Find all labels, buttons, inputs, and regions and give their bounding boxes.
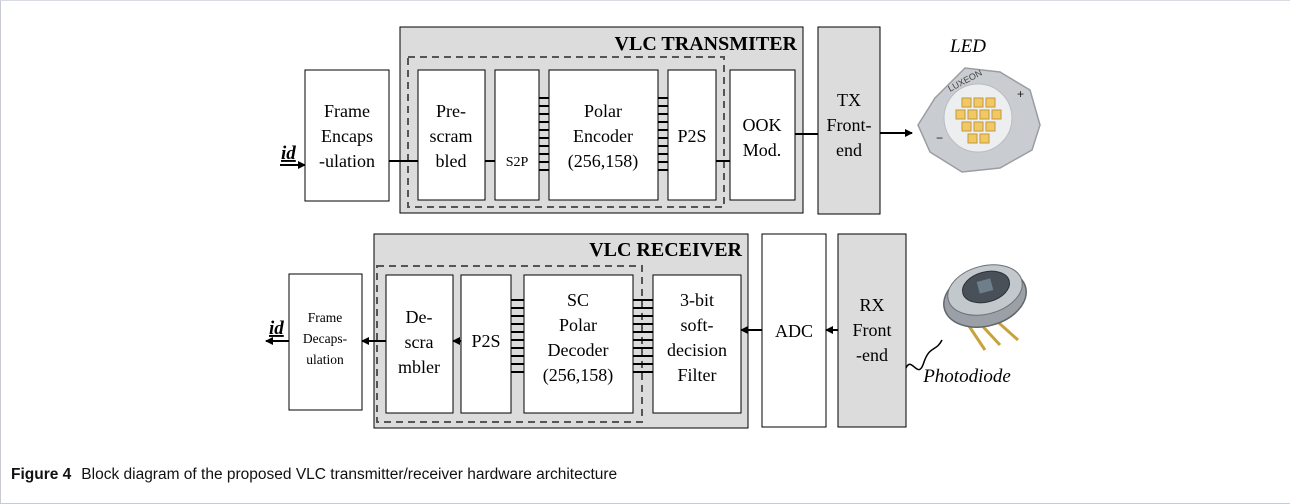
descrambler-line3: mbler xyxy=(398,357,440,377)
adc-label: ADC xyxy=(775,321,813,341)
svg-text:+: + xyxy=(1017,87,1024,101)
s2p-to-encoder-bus xyxy=(539,97,549,171)
tx-input-id-label: id xyxy=(281,143,296,164)
rx-output-id-label: id xyxy=(269,318,284,339)
photodiode-wire xyxy=(905,339,943,371)
frame-encaps-line2: Encaps xyxy=(321,126,373,146)
frame-decaps-line1: Frame xyxy=(308,310,343,325)
frame-encaps-line1: Frame xyxy=(324,101,370,121)
filter-line4: Filter xyxy=(678,365,717,385)
frame-encaps-line3: -ulation xyxy=(319,151,375,171)
polar-encoder-line2: Encoder xyxy=(573,126,633,146)
adc-block xyxy=(761,233,827,428)
frame-decaps-line2: Decaps- xyxy=(303,331,348,346)
decoder-line2: Polar xyxy=(559,315,597,335)
sc-polar-decoder-block xyxy=(523,274,634,414)
caption-label: Figure 4 xyxy=(11,466,72,483)
photodiode-label: Photodiode xyxy=(922,366,1011,387)
filter-line1: 3-bit xyxy=(680,290,714,310)
led-image: LUXEON + − xyxy=(917,67,1041,173)
polar-encoder-line1: Polar xyxy=(584,101,622,121)
tx-frontend-block xyxy=(817,26,881,215)
transmitter-dashed-group xyxy=(407,56,725,208)
prescrambled-block xyxy=(417,69,486,201)
polar-encoder-line3: (256,158) xyxy=(568,151,639,172)
soft-decision-filter-block xyxy=(652,274,742,414)
descrambler-line2: scra xyxy=(405,332,434,352)
photodiode-image xyxy=(943,264,1027,351)
s2p-label: S2P xyxy=(506,155,529,170)
tx-frontend-line3: end xyxy=(836,140,862,160)
filter-line3: decision xyxy=(667,340,727,360)
led-label: LED xyxy=(949,36,986,57)
rx-frontend-line3: -end xyxy=(856,345,888,365)
decoder-line1: SC xyxy=(567,290,589,310)
decoder-line4: (256,158) xyxy=(543,365,614,386)
figure-caption: Figure 4 Block diagram of the proposed VL… xyxy=(11,466,617,484)
decoder-line3: Decoder xyxy=(548,340,609,360)
frame-decaps-line3: ulation xyxy=(306,352,344,367)
tx-p2s-label: P2S xyxy=(677,126,706,146)
transmitter-title: VLC TRANSMITER xyxy=(615,33,798,55)
ook-line2: Mod. xyxy=(743,140,782,160)
filter-line2: soft- xyxy=(681,315,714,335)
ook-modulator-block xyxy=(729,69,796,201)
receiver-dashed-group xyxy=(376,265,643,423)
s2p-block xyxy=(494,69,540,201)
svg-text:−: − xyxy=(936,131,943,145)
frame-encapsulation-block xyxy=(304,69,390,202)
decoder-to-p2s-bus xyxy=(511,299,524,373)
rx-p2s-label: P2S xyxy=(471,331,500,351)
rx-frontend-block xyxy=(837,233,907,428)
prescrambled-line3: bled xyxy=(436,151,467,171)
receiver-title: VLC RECEIVER xyxy=(589,239,742,261)
tx-p2s-block xyxy=(667,69,717,201)
prescrambled-line1: Pre- xyxy=(436,101,466,121)
tx-frontend-line2: Front- xyxy=(827,115,872,135)
tx-frontend-line1: TX xyxy=(837,90,861,110)
rx-frontend-line1: RX xyxy=(859,295,884,315)
frame-decapsulation-block xyxy=(288,273,363,411)
filter-to-decoder-bus xyxy=(633,299,653,373)
prescrambled-line2: scram xyxy=(430,126,473,146)
rx-p2s-block xyxy=(460,274,512,414)
descrambler-block xyxy=(385,274,454,414)
caption-text: Block diagram of the proposed VLC transm… xyxy=(81,466,618,483)
descrambler-line1: De- xyxy=(406,307,433,327)
rx-frontend-line2: Front xyxy=(852,320,891,340)
polar-encoder-block xyxy=(548,69,659,201)
encoder-to-p2s-bus xyxy=(658,97,668,171)
ook-line1: OOK xyxy=(743,115,782,135)
